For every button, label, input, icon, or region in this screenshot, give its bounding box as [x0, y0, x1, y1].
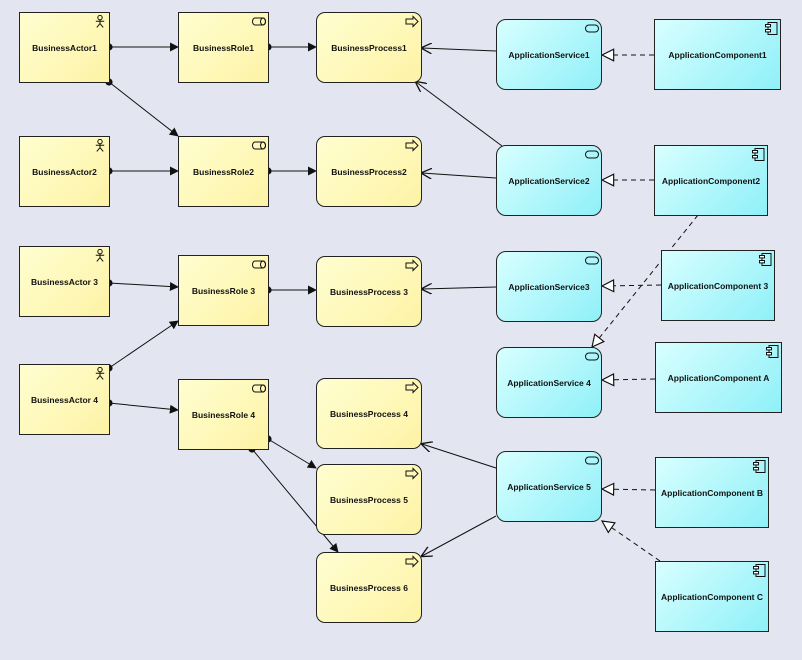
process-arrow-icon [405, 555, 419, 568]
process-arrow-icon [405, 381, 419, 394]
business-actor-icon [93, 139, 107, 152]
service-pill-icon [585, 350, 599, 363]
application-component-3[interactable]: ApplicationComponent 3 [661, 250, 775, 321]
edge-service1-process1[interactable] [422, 48, 497, 51]
application-component-1[interactable]: ApplicationComponent1 [654, 19, 781, 90]
business-role-2[interactable]: BusinessRole2 [178, 136, 269, 207]
business-process-3[interactable]: BusinessProcess 3 [316, 256, 422, 327]
node-label: ApplicationComponent C [661, 591, 763, 602]
node-label: ApplicationComponent B [661, 487, 763, 498]
node-label: BusinessProcess2 [331, 166, 407, 177]
process-arrow-icon [405, 259, 419, 272]
process-arrow-icon [405, 139, 419, 152]
edge-service5-process6[interactable] [422, 515, 497, 556]
component-icon [765, 345, 779, 358]
business-actor-icon [93, 15, 107, 28]
service-pill-icon [585, 148, 599, 161]
edge-actor4-role4[interactable] [108, 402, 179, 414]
node-label: BusinessActor1 [32, 42, 97, 53]
node-label: BusinessRole2 [193, 166, 254, 177]
node-label: ApplicationComponent A [667, 372, 770, 383]
node-label: BusinessProcess1 [331, 42, 407, 53]
edge-service3-process3[interactable] [422, 287, 497, 289]
node-label: ApplicationService2 [508, 175, 590, 186]
node-label: BusinessActor 4 [30, 394, 99, 405]
service-pill-icon [585, 22, 599, 35]
business-actor-icon [93, 367, 107, 380]
node-label: BusinessProcess 6 [330, 582, 408, 593]
business-role-icon [252, 258, 266, 271]
used-by-edges [416, 48, 503, 556]
node-label: ApplicationComponent2 [661, 175, 761, 186]
service-pill-icon [585, 454, 599, 467]
business-actor-2[interactable]: BusinessActor2 [19, 136, 110, 207]
node-label: BusinessProcess 5 [330, 494, 408, 505]
component-icon [752, 460, 766, 473]
business-process-4[interactable]: BusinessProcess 4 [316, 378, 422, 449]
node-label: BusinessRole1 [193, 42, 254, 53]
business-process-6[interactable]: BusinessProcess 6 [316, 552, 422, 623]
business-role-icon [252, 15, 266, 28]
edge-role4-process5[interactable] [267, 438, 317, 469]
node-label: ApplicationService1 [508, 49, 590, 60]
component-icon [764, 22, 778, 35]
component-icon [751, 148, 765, 161]
business-actor-1[interactable]: BusinessActor1 [19, 12, 110, 83]
node-label: ApplicationService 4 [507, 377, 591, 388]
edge-componentA-service4[interactable] [602, 379, 656, 380]
application-service-4[interactable]: ApplicationService 4 [496, 347, 602, 418]
process-arrow-icon [405, 467, 419, 480]
application-component-b[interactable]: ApplicationComponent B [655, 457, 769, 528]
process-arrow-icon [405, 15, 419, 28]
component-icon [758, 253, 772, 266]
business-role-1[interactable]: BusinessRole1 [178, 12, 269, 83]
edge-service2-process2[interactable] [422, 173, 497, 178]
edge-componentB-service5[interactable] [602, 489, 656, 490]
application-service-5[interactable]: ApplicationService 5 [496, 451, 602, 522]
node-label: BusinessProcess 4 [330, 408, 408, 419]
edge-actor3-role3[interactable] [108, 282, 179, 292]
service-pill-icon [585, 254, 599, 267]
node-label: BusinessActor2 [32, 166, 97, 177]
edge-component3-service3[interactable] [602, 285, 662, 286]
node-label: ApplicationService 5 [507, 481, 591, 492]
node-label: ApplicationComponent 3 [667, 280, 769, 291]
business-process-5[interactable]: BusinessProcess 5 [316, 464, 422, 535]
node-label: BusinessActor 3 [30, 276, 99, 287]
node-label: ApplicationService3 [508, 281, 590, 292]
edge-actor1-role2[interactable] [108, 81, 179, 137]
node-label: ApplicationComponent1 [668, 49, 767, 60]
component-icon [752, 564, 766, 577]
business-role-4[interactable]: BusinessRole 4 [178, 379, 269, 450]
node-label: BusinessRole 3 [191, 285, 256, 296]
business-role-icon [252, 139, 266, 152]
business-actor-3[interactable]: BusinessActor 3 [19, 246, 110, 317]
edge-service2-process1[interactable] [416, 82, 503, 147]
business-role-icon [252, 382, 266, 395]
application-component-2[interactable]: ApplicationComponent2 [654, 145, 768, 216]
application-component-a[interactable]: ApplicationComponent A [655, 342, 782, 413]
business-actor-4[interactable]: BusinessActor 4 [19, 364, 110, 435]
node-label: BusinessProcess 3 [330, 286, 408, 297]
business-role-3[interactable]: BusinessRole 3 [178, 255, 269, 326]
edge-service5-process4[interactable] [422, 444, 497, 469]
edge-componentC-service5[interactable] [602, 521, 661, 562]
application-component-c[interactable]: ApplicationComponent C [655, 561, 769, 632]
application-service-3[interactable]: ApplicationService3 [496, 251, 602, 322]
business-process-2[interactable]: BusinessProcess2 [316, 136, 422, 207]
business-actor-icon [93, 249, 107, 262]
edge-actor4-role3[interactable] [108, 320, 179, 369]
business-process-1[interactable]: BusinessProcess1 [316, 12, 422, 83]
application-service-1[interactable]: ApplicationService1 [496, 19, 602, 90]
node-label: BusinessRole 4 [191, 409, 256, 420]
application-service-2[interactable]: ApplicationService2 [496, 145, 602, 216]
